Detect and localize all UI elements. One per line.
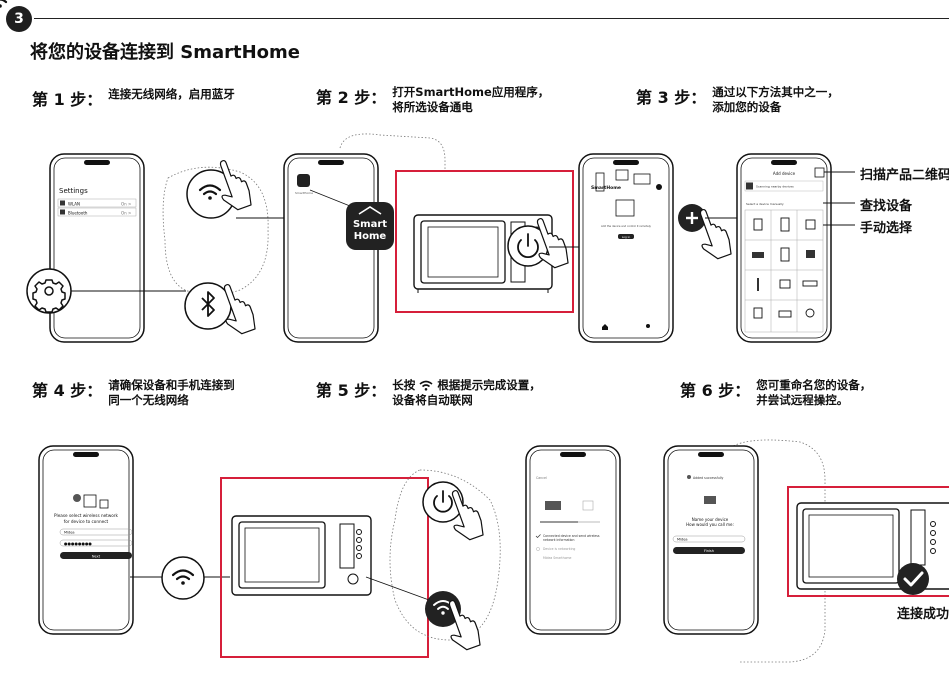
settings-bluetooth: Bluetooth: [68, 211, 88, 216]
device-name-field[interactable]: Midea: [677, 538, 688, 542]
add-device-title: Add device: [773, 171, 796, 176]
red-highlight-frame: [220, 477, 429, 658]
phone-home-screen: [283, 153, 379, 343]
progress-step-3: Midea Smarthome: [543, 556, 572, 560]
step-6-label: 第 6 步：: [680, 381, 751, 400]
name-prompt-2: How would you call me:: [686, 522, 734, 527]
power-icon: [433, 490, 453, 513]
progress-step-1: Connected device and send wireless: [543, 534, 600, 538]
pointer-line: [365, 576, 441, 605]
success-check-badge: [897, 563, 929, 595]
step-number-badge: 3: [6, 6, 32, 32]
step-4-label: 第 4 步：: [32, 381, 103, 400]
step-6-line-2: 并尝试远程操控。: [756, 393, 849, 407]
step-4-line-1: 请确保设备和手机连接到: [108, 378, 235, 392]
wifi-prompt-1: Please select wireless network: [54, 513, 119, 518]
house-icon: [358, 206, 382, 215]
dotted-cloud: [162, 166, 269, 296]
wifi-signal-icon: [0, 0, 12, 9]
app-prompt: Add the device and control it remotely: [601, 224, 651, 228]
added-success-text: Added successfully: [693, 476, 724, 480]
cancel-link[interactable]: Cancel: [536, 476, 547, 480]
phone-smarthome-app: [578, 153, 674, 343]
red-highlight-frame: [395, 170, 574, 313]
step-2-caption: 第 2 步： 打开SmartHome应用程序，将所选设备通电: [316, 84, 549, 115]
step-4-caption: 第 4 步： 请确保设备和手机连接到同一个无线网络: [32, 377, 235, 408]
wifi-button-callout[interactable]: [425, 591, 461, 627]
step-4-line-2: 同一个无线网络: [108, 393, 189, 407]
settings-bt-state: On >: [121, 211, 131, 216]
step-6-line-1: 您可重命名您的设备，: [756, 378, 872, 392]
step-3-caption: 第 3 步： 通过以下方法其中之一，添加您的设备: [636, 84, 839, 115]
dotted-path: [724, 439, 826, 663]
phone-added-success: [663, 445, 759, 635]
step-2-label: 第 2 步：: [316, 88, 387, 107]
scan-nearby-label: Scanning nearby devices: [756, 185, 794, 189]
phone-add-device: [736, 153, 832, 343]
gear-icon: [32, 279, 66, 313]
step-5-line-2: 设备将自动联网: [392, 393, 473, 407]
dotted-path: [339, 133, 446, 172]
checkmark-icon: [903, 571, 924, 587]
manual-select-label: Select a device manually: [746, 202, 784, 206]
app-brand: SmartHome: [591, 185, 621, 191]
step-3-line-1: 通过以下方法其中之一，: [712, 85, 839, 99]
login-button[interactable]: Log in: [622, 235, 631, 239]
small-app-label: SmartHome: [295, 191, 313, 195]
step-1-label: 第 1 步：: [32, 90, 103, 109]
manual-select-callout: 手动选择: [860, 221, 913, 236]
scan-qr-callout: 扫描产品二维码: [860, 168, 949, 183]
red-highlight-frame: [787, 486, 949, 597]
settings-wlan: WLAN: [68, 202, 80, 207]
phone-settings: [49, 153, 145, 343]
step-3-line-2: 添加您的设备: [712, 100, 782, 114]
app-icon-line-2: Home: [354, 231, 387, 242]
smarthome-app-icon[interactable]: [346, 202, 394, 250]
name-prompt-1: Name your device: [692, 517, 729, 522]
microwave-2: [231, 515, 372, 596]
ssid-field[interactable]: Midea: [64, 531, 75, 535]
power-icon: [517, 233, 539, 259]
header-divider: [34, 18, 949, 19]
password-field[interactable]: ●●●●●●●●: [64, 541, 92, 546]
wifi-prompt-2: for device to connect: [64, 519, 109, 524]
step-1-caption: 第 1 步： 连接无线网络，启用蓝牙: [32, 86, 235, 110]
step-5-line-1b: 根据提示完成设置，: [437, 378, 541, 392]
step-3-label: 第 3 步：: [636, 88, 707, 107]
connection-success-label: 连接成功: [897, 607, 949, 622]
wifi-callout: [161, 556, 205, 600]
page-title: 将您的设备连接到 SmartHome: [30, 42, 301, 63]
app-icon-line-1: Smart: [353, 219, 387, 230]
wifi-icon: [419, 380, 433, 391]
step-6-caption: 第 6 步： 您可重命名您的设备，并尝试远程操控。: [680, 377, 871, 408]
step-1-text: 连接无线网络，启用蓝牙: [108, 87, 235, 101]
step-2-line-1: 打开SmartHome应用程序，: [392, 85, 550, 99]
next-button[interactable]: Next: [92, 555, 101, 559]
finish-button[interactable]: Finish: [704, 549, 714, 553]
find-device-callout: 查找设备: [860, 199, 913, 214]
dotted-cloud: [389, 469, 501, 641]
step-5-caption: 第 5 步： 长按 根据提示完成设置，设备将自动联网: [316, 377, 541, 408]
step-2-line-2: 将所选设备通电: [392, 100, 473, 114]
settings-title: Settings: [59, 187, 88, 195]
step-5-line-1a: 长按: [392, 378, 416, 392]
progress-step-2: Device is networking: [543, 547, 575, 551]
settings-gear-callout: [26, 268, 72, 314]
settings-wlan-state: On >: [121, 202, 131, 207]
phone-wifi-select: [38, 445, 134, 635]
phone-connecting: [525, 445, 621, 635]
progress-step-1b: network information: [543, 538, 574, 542]
step-5-label: 第 5 步：: [316, 381, 387, 400]
bluetooth-icon: [201, 291, 215, 317]
